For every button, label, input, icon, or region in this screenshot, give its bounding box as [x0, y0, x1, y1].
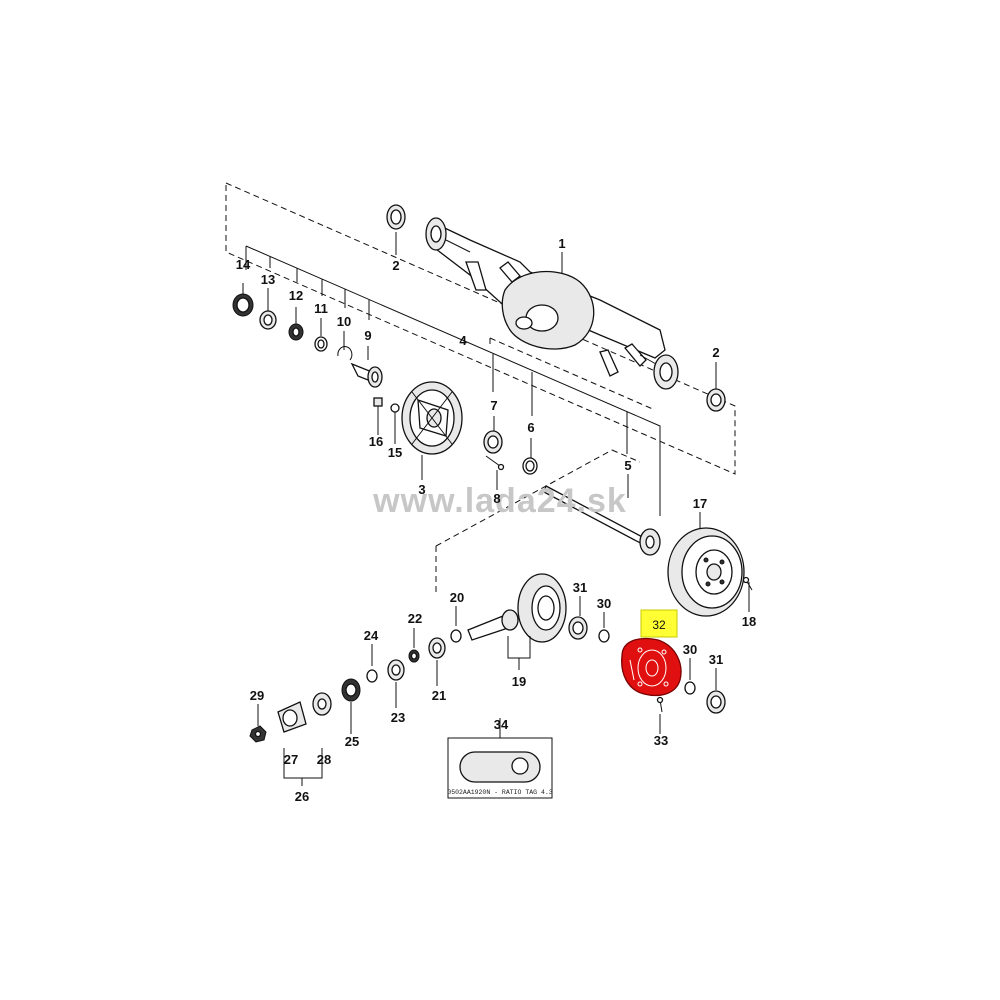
screw-part-18 — [742, 576, 753, 591]
axle-seal-right — [706, 388, 726, 412]
callout-31-left: 31 — [573, 580, 587, 595]
snap-ring-part-10 — [337, 346, 353, 361]
axle-shaft — [543, 485, 661, 556]
bolt-part-33 — [656, 696, 664, 713]
callout-11: 11 — [314, 301, 328, 316]
callout-15: 15 — [388, 445, 402, 460]
callout-numbers: 1 2 2 3 4 5 6 7 8 9 10 11 12 13 14 15 16… — [236, 236, 756, 804]
callout-17: 17 — [693, 496, 707, 511]
callout-7: 7 — [490, 398, 497, 413]
callout-3: 3 — [418, 482, 425, 497]
bearing-part-23 — [387, 659, 405, 681]
callout-29: 29 — [250, 688, 264, 703]
callout-2-right: 2 — [712, 345, 719, 360]
spacer-part-24 — [366, 669, 378, 683]
watermark: www.lada24.sk — [372, 482, 627, 520]
seal-part-25 — [341, 678, 361, 702]
callout-9: 9 — [364, 328, 371, 343]
callout-22: 22 — [408, 611, 422, 626]
callout-8: 8 — [493, 491, 500, 506]
callout-23: 23 — [391, 710, 405, 725]
pinion-gear — [467, 609, 519, 641]
callout-1: 1 — [558, 236, 565, 251]
callout-18: 18 — [742, 614, 756, 629]
washer-part-28 — [312, 692, 332, 716]
bearing-part-9 — [350, 362, 383, 388]
callout-34: 34 — [494, 717, 509, 732]
ring-part-30-left — [598, 629, 610, 643]
axle-housing — [425, 217, 679, 390]
ring-part-13 — [259, 310, 277, 330]
bearing-part-7 — [483, 430, 503, 454]
callout-13: 13 — [261, 272, 275, 287]
callout-21: 21 — [432, 688, 446, 703]
callout-14: 14 — [236, 257, 251, 272]
highlight-callout-32[interactable]: 32 — [640, 609, 678, 638]
callout-33: 33 — [654, 733, 668, 748]
callout-30-right: 30 — [683, 642, 697, 657]
ratio-tag-text: 0502AA1920N - RATIO TAG 4.3 — [447, 789, 552, 796]
washer-part-15 — [390, 403, 400, 413]
ring-part-20 — [450, 629, 462, 643]
bolt-part-8 — [485, 455, 505, 471]
callout-16: 16 — [369, 434, 383, 449]
bearing-part-31-right — [706, 690, 726, 714]
callout-20: 20 — [450, 590, 464, 605]
differential-case-highlighted — [621, 637, 682, 697]
callout-10: 10 — [337, 314, 351, 329]
flange-part-27 — [277, 701, 307, 733]
callout-24: 24 — [364, 628, 379, 643]
nut-part-12 — [288, 323, 304, 341]
callout-26: 26 — [295, 789, 309, 804]
nut-part-29 — [249, 725, 267, 743]
highlight-label: 32 — [652, 618, 666, 632]
bolt-part-16 — [373, 397, 383, 412]
callout-6: 6 — [527, 420, 534, 435]
callout-25: 25 — [345, 734, 359, 749]
shim-part-22 — [408, 649, 420, 663]
ratio-tag-part-34: 0502AA1920N - RATIO TAG 4.3 — [447, 737, 553, 799]
bearing-part-21 — [428, 637, 446, 659]
callout-19: 19 — [512, 674, 526, 689]
ring-gear — [517, 573, 567, 643]
brake-backing-plate — [401, 381, 463, 455]
axle-seal-left — [386, 204, 406, 230]
bearing-part-31-left — [568, 616, 588, 640]
lower-leaders — [257, 596, 717, 738]
seal-part-14 — [232, 293, 254, 317]
brake-drum — [667, 527, 745, 617]
callout-12: 12 — [289, 288, 303, 303]
callout-2-left: 2 — [392, 258, 399, 273]
ring-part-6 — [522, 457, 538, 475]
callout-31-right: 31 — [709, 652, 723, 667]
callout-5: 5 — [624, 458, 631, 473]
callout-27: 27 — [284, 752, 298, 767]
callout-30-left: 30 — [597, 596, 611, 611]
callout-4: 4 — [459, 333, 467, 348]
callout-28: 28 — [317, 752, 331, 767]
ring-part-30-right — [684, 681, 696, 695]
washer-part-11 — [314, 336, 328, 352]
